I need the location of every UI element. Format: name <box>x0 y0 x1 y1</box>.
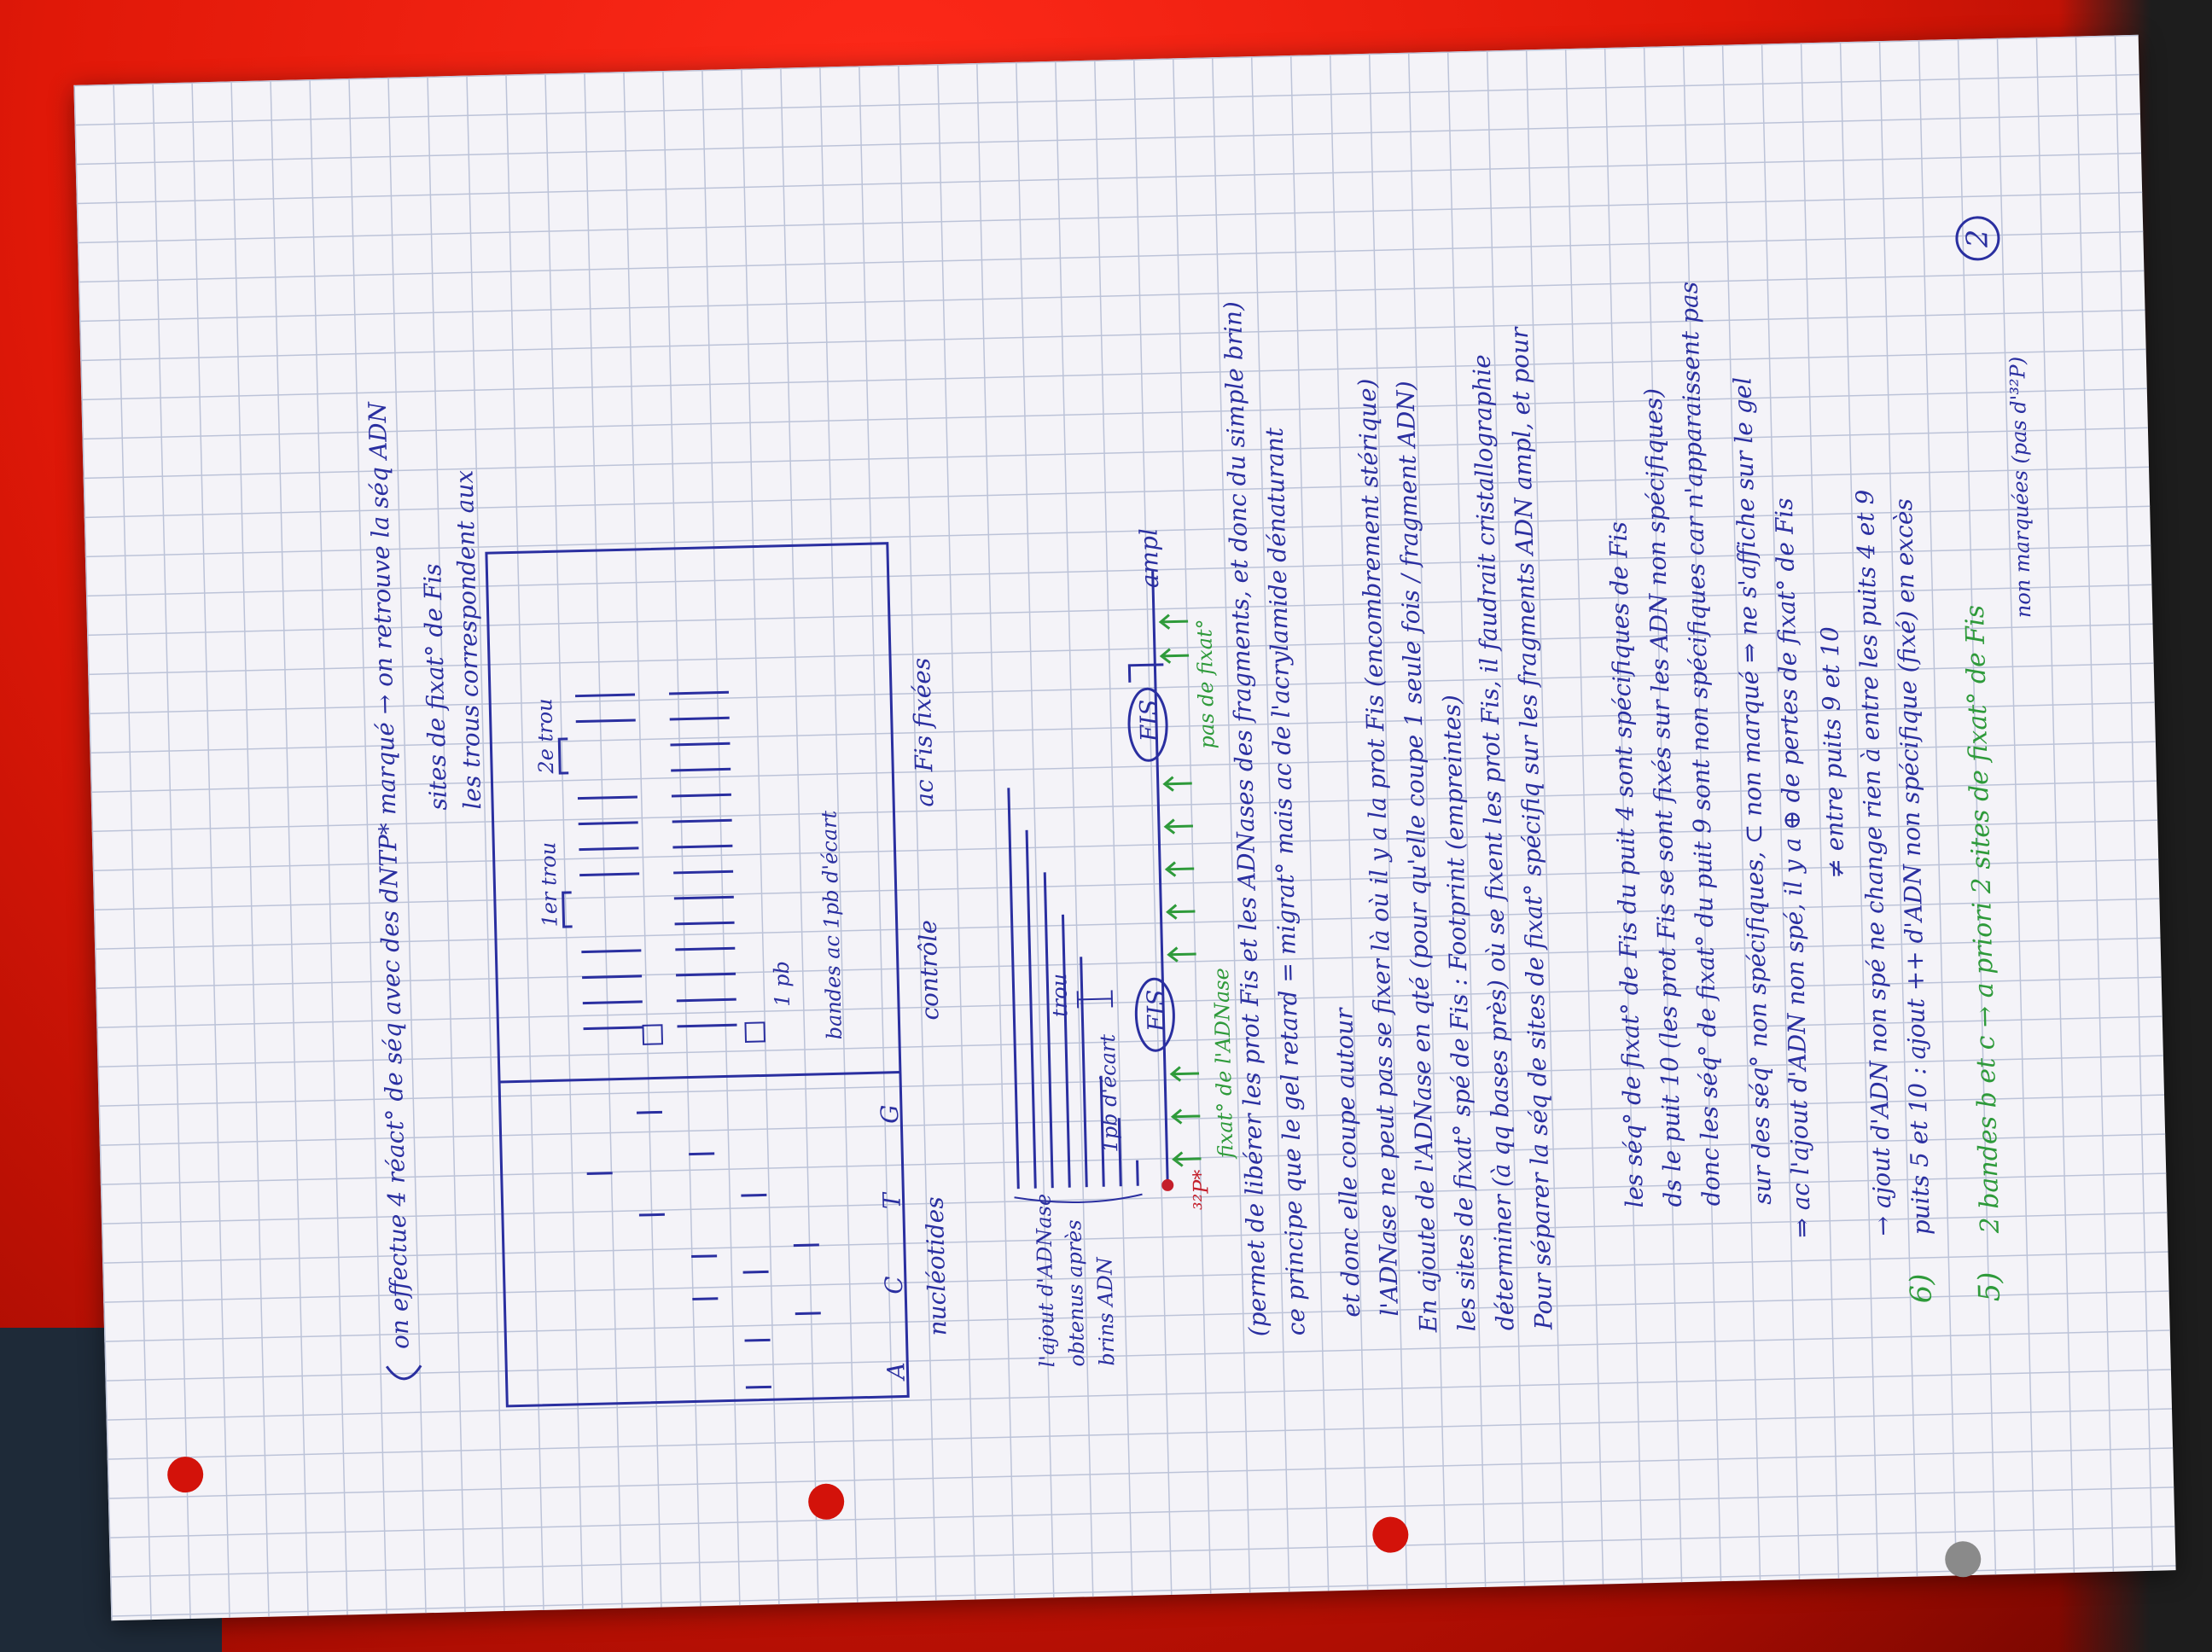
trou2-label: 2e trou <box>533 698 559 774</box>
fis-well <box>642 1024 664 1045</box>
lane-g: G <box>875 1104 905 1125</box>
ampl-bracket <box>1127 663 1164 683</box>
p32-dot <box>1161 1178 1174 1191</box>
handwritten-notes: 2 5) 2 bandes b et c → a priori 2 sites … <box>118 87 2132 1568</box>
gel-header-controle: contrôle <box>913 919 945 1021</box>
fragments-brace <box>1014 1193 1143 1203</box>
trou2-bracket <box>557 737 569 775</box>
control-ladder <box>668 690 737 1028</box>
gel-note-2: sites de fixat° de Fis <box>418 563 453 811</box>
trou-marker <box>1076 990 1114 1009</box>
fis-lane-bands <box>575 693 643 1031</box>
ecart-label: 1pb d'écart <box>1095 1033 1123 1153</box>
grid-paper-sheet: 2 5) 2 bandes b et c → a priori 2 sites … <box>73 34 2176 1621</box>
fis-label-1: FIS <box>1141 989 1171 1032</box>
p32-label: ³²P* <box>1188 1169 1214 1211</box>
footprint-schematic <box>385 542 1202 1408</box>
dna-fragments <box>1007 788 1139 1190</box>
fis-circle-1 <box>1134 977 1175 1052</box>
lane-c: C <box>879 1275 909 1295</box>
gel-header-nucleotides: nucléotides <box>920 1195 952 1336</box>
trou1-bracket <box>562 891 573 928</box>
brins-label: brins ADN <box>1092 1256 1120 1367</box>
pas-fixation-label: pas de fixat° <box>1192 618 1220 749</box>
fis-label-2: FIS <box>1134 699 1164 742</box>
lane-t: T <box>877 1192 906 1210</box>
obtenus-label: obtenus après <box>1062 1219 1090 1367</box>
lane-a: A <box>882 1362 911 1381</box>
pb-label: 1 pb <box>769 960 795 1008</box>
ajout-label: l'ajout d'ADNase <box>1031 1193 1060 1368</box>
gel-table-frame <box>485 542 910 1408</box>
trou-label: trou <box>1047 973 1073 1018</box>
gel-divider-1 <box>499 1071 900 1084</box>
control-well <box>744 1021 766 1043</box>
bottom-note-arrow <box>385 1364 422 1381</box>
dna-strand-line <box>1151 571 1169 1185</box>
punch-hole-4 <box>1944 1540 1982 1578</box>
ampl-label: ampl <box>1134 527 1165 589</box>
gel-header-fis: ac Fis fixées <box>907 657 940 808</box>
sequencing-bands <box>586 1110 821 1389</box>
adnase-arrows <box>1158 614 1202 1167</box>
fis-circle-2 <box>1127 687 1168 762</box>
fixation-label: fixat° de l'ADNase <box>1209 967 1238 1159</box>
trou1-label: 1er trou <box>536 841 562 928</box>
